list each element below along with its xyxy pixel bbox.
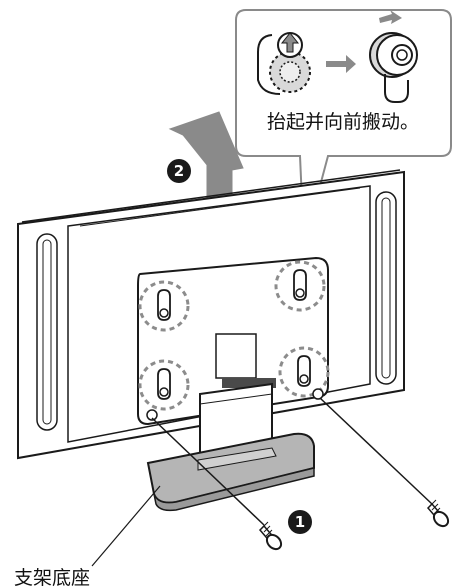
screw-hole-bottom-left xyxy=(138,359,190,421)
screw-hole-top-left xyxy=(138,280,190,332)
stand-base xyxy=(146,432,315,512)
screw-right xyxy=(426,499,450,528)
step-2-badge: 2 xyxy=(167,159,191,183)
up-arrow-icon xyxy=(280,32,300,53)
right-arrow-icon xyxy=(326,55,356,73)
stand-base-callout: 支架底座 xyxy=(14,485,161,588)
step-1-badge: 1 xyxy=(288,510,312,534)
stand-base-label: 支架底座 xyxy=(14,567,90,588)
callout-box: 抬起并向前搬动。 xyxy=(235,9,452,247)
screw-path-lines xyxy=(151,397,433,526)
lift-arrow xyxy=(168,111,244,203)
svg-text:2: 2 xyxy=(174,162,184,180)
screw-pulled-icon xyxy=(369,10,418,103)
callout-instruction: 抬起并向前搬动。 xyxy=(267,111,419,133)
screw-left xyxy=(258,521,283,551)
screw-hole-bottom-right xyxy=(278,346,330,400)
mounting-plate xyxy=(137,256,329,426)
screw-hole-top-right xyxy=(274,260,326,312)
svg-text:1: 1 xyxy=(295,513,305,531)
screw-lift-icon xyxy=(257,32,311,95)
